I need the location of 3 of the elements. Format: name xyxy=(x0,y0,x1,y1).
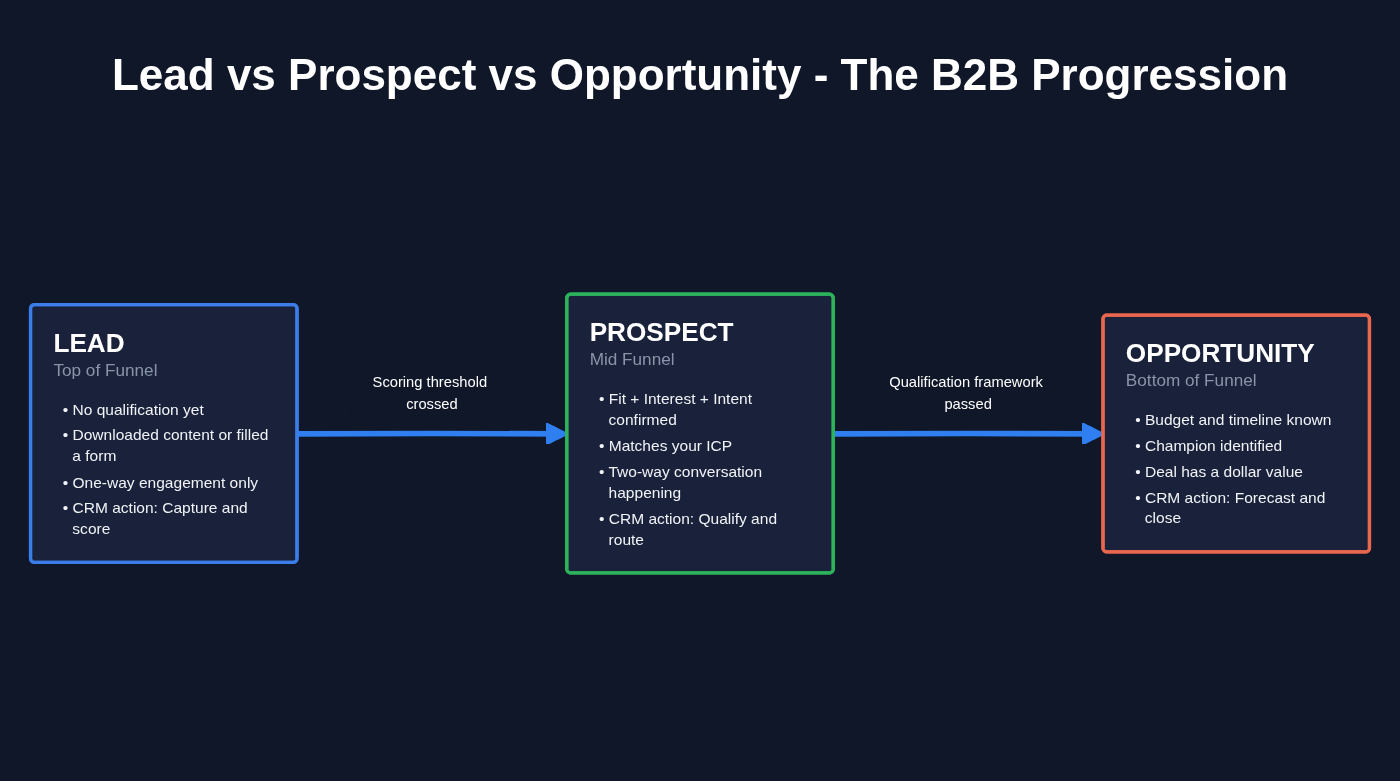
edge-label: Scoring threshold crossed xyxy=(372,373,488,413)
title: Lead vs Prospect vs Opportunity - The B2B Progression xyxy=(111,50,1288,100)
edge-label: Qualification framework passed xyxy=(889,373,1043,413)
